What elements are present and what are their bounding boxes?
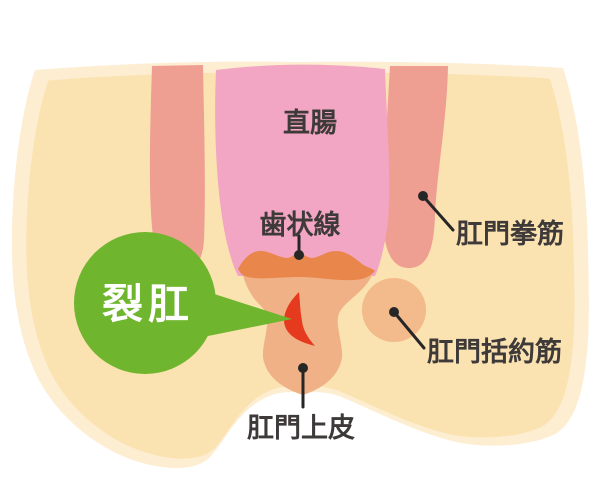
fissure-shape <box>284 292 315 346</box>
anal-canal-shape <box>242 272 373 395</box>
callout-bubble <box>74 232 216 374</box>
sphincter-pointer-dot <box>389 307 399 317</box>
dentate-pointer-dot <box>294 250 304 260</box>
callout-label: 裂肛 <box>102 280 194 328</box>
levator-ani-muscle-right <box>383 66 448 268</box>
levator-pointer-dot <box>418 191 428 201</box>
rectum-label: 直腸 <box>283 108 337 139</box>
dentate-line-band <box>238 250 375 281</box>
dentate-line-label: 歯状線 <box>260 209 341 241</box>
epithelium-pointer-dot <box>298 363 308 373</box>
callout-tail <box>205 291 292 336</box>
epithelium-label: 肛門上皮 <box>247 413 355 444</box>
levator-pointer-line <box>421 194 455 232</box>
levator-ani-label: 肛門拳筋 <box>456 218 564 250</box>
sphincter-pointer-line <box>392 310 426 350</box>
sphincter-label: 肛門括約筋 <box>427 336 562 368</box>
rectum-shape <box>215 64 390 276</box>
levator-ani-muscle-left <box>149 65 205 272</box>
